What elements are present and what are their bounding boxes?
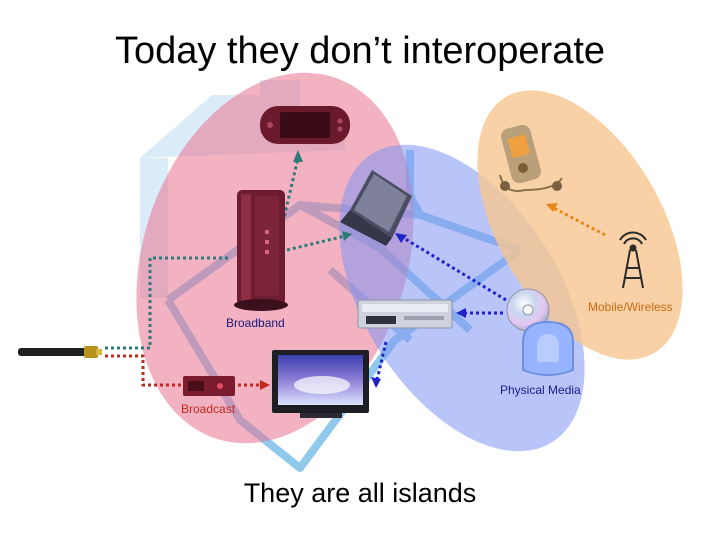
laptop-icon [340,170,412,246]
phone-icon [499,124,563,192]
tower-to-phone-link [551,205,606,237]
antenna-tower-icon [619,231,647,289]
dvd-player-icon [357,299,453,329]
disc-to-laptop-link [401,235,507,302]
arrowhead-tv-broadcast [260,380,270,390]
mobile-wireless-label: Mobile/Wireless [588,300,673,314]
arrowhead-console [293,150,303,162]
modem-to-console-link [281,157,300,223]
physical-media-label: Physical Media [500,383,581,397]
tv-icon [272,350,369,418]
cable-icon [18,346,102,358]
modem-icon [234,190,288,311]
broadband-label: Broadband [226,316,285,330]
cd-disc-icon [506,288,550,332]
arrowhead-tv-physical [371,377,381,388]
set-top-box-icon [183,376,235,396]
arrowhead-phone [546,203,558,212]
dvd-to-tv-link [375,341,388,381]
modem-to-laptop-link [286,234,346,252]
arrowhead-laptop-broadband [342,231,352,241]
slide-title: Today they don’t interoperate [114,30,606,72]
arrowhead-dvd [456,308,466,318]
cable-to-modem-link [105,256,228,350]
arrowhead-laptop-physical [395,233,407,243]
slide-subtitle: They are all islands [243,478,477,508]
cable-to-broadcast-link [105,354,182,387]
broadcast-label: Broadcast [181,402,236,416]
game-console-icon [260,106,350,144]
media-holder-icon [522,320,574,376]
